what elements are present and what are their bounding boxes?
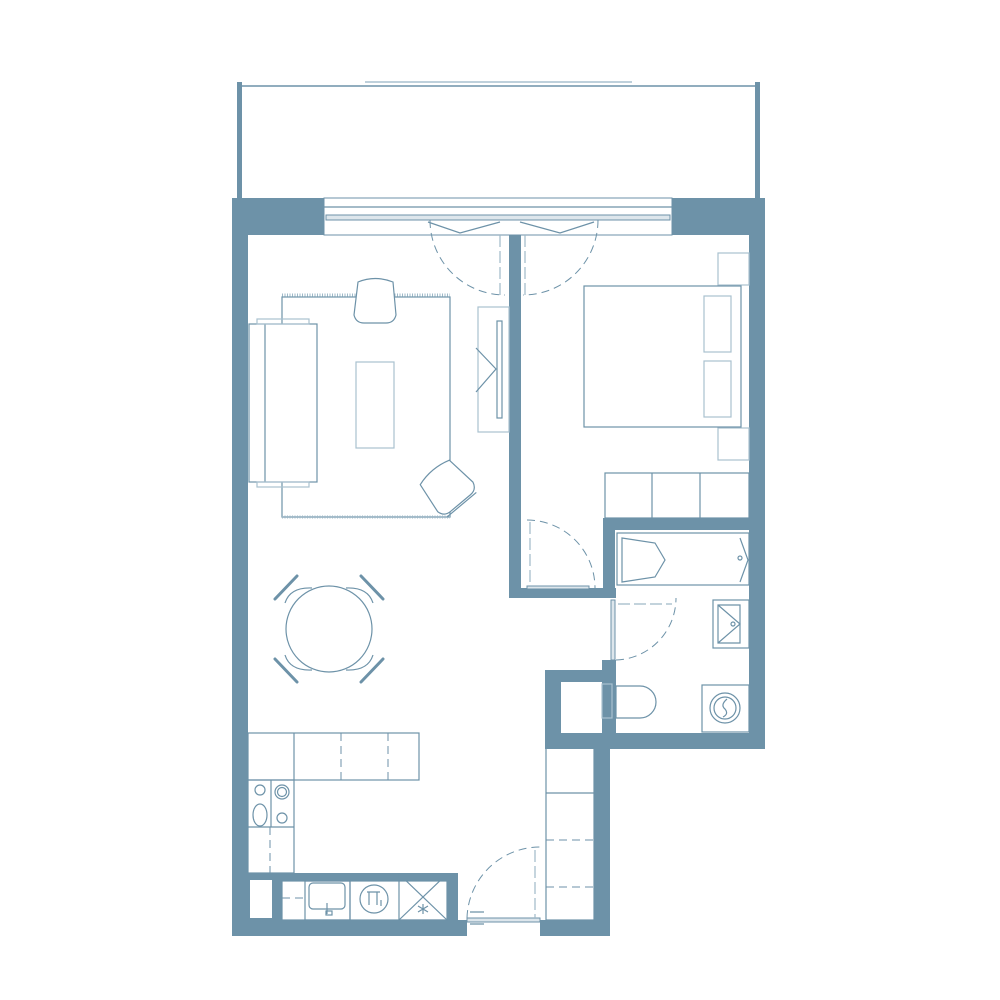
wall-bedroom-bottom-left: [509, 588, 589, 598]
cooktop: [252, 784, 290, 827]
tv: [496, 320, 503, 419]
entrance-door-handle: [470, 911, 484, 925]
armchair-top: [353, 277, 397, 324]
wall-bathroom-top: [603, 518, 765, 530]
kitchen-column-inner: [250, 880, 272, 918]
bathroom-door-swing: [615, 597, 677, 661]
wall-bottom-right: [540, 920, 610, 936]
double-bed: [583, 285, 742, 428]
balcony-right-rail: [755, 82, 760, 200]
storage[interactable]: [561, 682, 602, 733]
nightstand: [717, 427, 750, 461]
wall-storage-top: [545, 670, 610, 682]
walls: [232, 198, 765, 936]
kitchen-counter-top: [247, 732, 420, 781]
balcony-door-left-mark: [427, 221, 501, 234]
pillow: [703, 295, 732, 353]
dining-chair: [273, 654, 313, 684]
wall-left: [232, 198, 248, 936]
fridge: [398, 873, 448, 921]
dining-chair: [345, 654, 385, 684]
window-strip: [323, 197, 673, 296]
bedroom-threshold: [526, 585, 590, 590]
storage-interior: [561, 682, 602, 733]
wall-bathroom-corner: [589, 588, 616, 598]
dining-table: [285, 585, 373, 673]
hall-wardrobe-body: [545, 747, 595, 921]
window-glass: [325, 214, 671, 221]
pillow: [703, 360, 732, 418]
wall-kitchen-pillar: [274, 873, 282, 920]
washing-machine: [701, 684, 750, 733]
nightstand: [717, 252, 750, 286]
sofa-arm-bottom: [256, 481, 310, 488]
tv-view-angle: [475, 347, 497, 393]
bathroom-door-frame: [610, 599, 616, 661]
kitchen-counter-bottom: [281, 880, 449, 921]
balcony-door-left-swing: [429, 219, 506, 296]
wall-bottom-left: [232, 920, 467, 936]
washbasin: [712, 599, 750, 649]
wall-partition: [509, 220, 521, 598]
balcony-door-right-swing: [522, 219, 599, 296]
entrance-door[interactable]: [466, 846, 541, 925]
wall-kitchen-end: [448, 873, 458, 920]
kitchen[interactable]: [247, 732, 449, 921]
dining-area[interactable]: [273, 574, 385, 684]
entrance-threshold: [466, 917, 541, 923]
bedroom-door-swing: [526, 519, 596, 589]
living-room[interactable]: [248, 277, 510, 520]
bathroom[interactable]: [601, 532, 750, 733]
toilet: [601, 683, 657, 719]
bedroom[interactable]: [526, 252, 750, 590]
dining-chair: [345, 574, 385, 604]
balcony: [237, 81, 760, 200]
balcony-door-right-mark: [519, 221, 595, 234]
wall-storage-left: [545, 670, 561, 749]
sofa-arm-top: [256, 318, 310, 325]
hall-wardrobe[interactable]: [545, 747, 595, 921]
wall-bathroom-bottom: [545, 733, 765, 749]
bathtub: [616, 532, 750, 586]
balcony-left-rail: [237, 82, 242, 200]
coffee-table: [355, 361, 395, 449]
armchair-corner: [419, 459, 477, 518]
wall-bathroom-left-lower: [602, 660, 616, 749]
entrance-door-swing: [466, 846, 541, 919]
sofa: [248, 323, 318, 483]
wall-right: [749, 198, 765, 748]
wardrobe: [604, 472, 750, 519]
wall-kitchen-ledge: [248, 873, 458, 881]
wall-hall-right: [594, 738, 610, 936]
dining-chair: [273, 574, 313, 604]
wall-bathroom-left-upper: [603, 518, 615, 596]
tv-unit: [477, 306, 510, 433]
dishwasher: [349, 881, 389, 920]
